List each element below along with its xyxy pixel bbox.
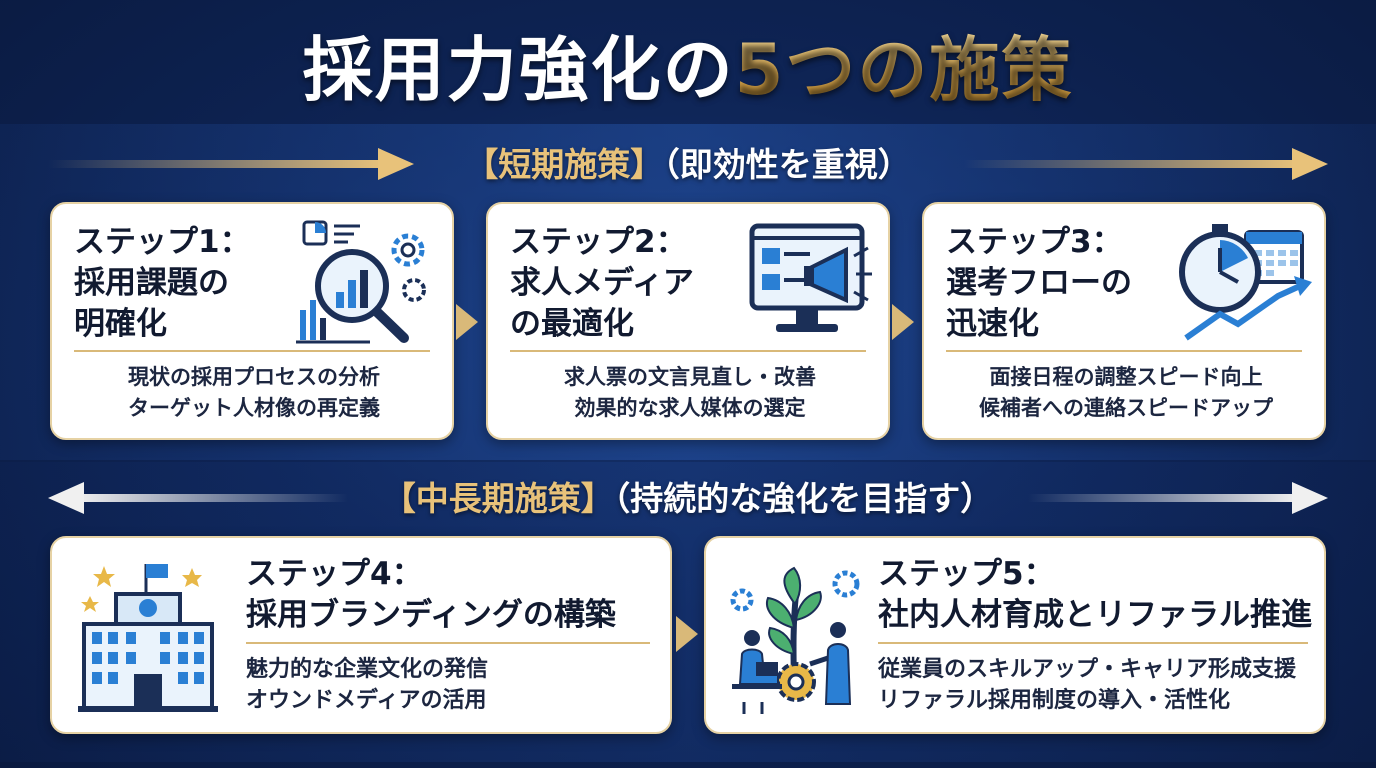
short-term-heading: 【短期施策】（即効性を重視）	[0, 142, 1376, 188]
step2-desc-line2: 効果的な求人媒体の選定	[574, 396, 806, 420]
step5-divider	[878, 642, 1308, 644]
step1-desc-line2: ターゲット人材像の再定義	[128, 396, 380, 420]
step1-divider	[74, 350, 430, 352]
monitor-megaphone-icon	[749, 223, 872, 332]
step4-description: 魅力的な企業文化の発信 オウンドメディアの活用	[246, 654, 656, 716]
long-term-left-arrow	[48, 482, 348, 514]
step2-card: ステップ2： 求人メディア の最適化 求人票の文言見直し・改善 効果的な求人媒体…	[486, 202, 890, 440]
step3-desc-line2: 候補者への連絡スピードアップ	[979, 396, 1273, 420]
step2-desc-line1: 求人票の文言見直し・改善	[564, 365, 816, 389]
step1-card: ステップ1： 採用課題の 明確化 現状の採用プロセスの分析 ターゲット人材像の再…	[50, 202, 454, 440]
step2-heading: ステップ2： 求人メディア の最適化	[510, 222, 750, 345]
step3-title-line1: 選考フローの	[946, 265, 1132, 301]
step1-title-line1: 採用課題の	[74, 265, 229, 301]
step3-label: ステップ3：	[946, 224, 1123, 260]
page-title: 採用力強化の5つの施策	[0, 22, 1376, 118]
step5-desc-line2: リファラル採用制度の導入・活性化	[878, 688, 1231, 713]
step4-divider	[246, 642, 650, 644]
step5-title: 社内人材育成とリファラル推進	[878, 597, 1312, 633]
short-term-right-arrow	[964, 148, 1328, 180]
step5-heading: ステップ5： 社内人材育成とリファラル推進	[878, 554, 1318, 636]
short-term-label: 【短期施策】	[465, 145, 664, 184]
chevron-right-icon	[456, 304, 478, 340]
magnifier-chart-icon	[296, 220, 426, 344]
long-term-note: （持続的な強化を目指す）	[613, 479, 994, 518]
step1-title-line2: 明確化	[74, 306, 167, 342]
step4-title: 採用ブランディングの構築	[246, 597, 616, 633]
step2-title-line2: の最適化	[510, 306, 634, 342]
step4-desc-line1: 魅力的な企業文化の発信	[246, 657, 489, 682]
step5-label: ステップ5：	[878, 556, 1055, 592]
long-term-label: 【中長期施策】	[382, 479, 614, 518]
step2-title-line1: 求人メディア	[510, 265, 694, 301]
step5-desc-line1: 従業員のスキルアップ・キャリア形成支援	[878, 657, 1297, 682]
office-building-icon	[78, 564, 218, 712]
stopwatch-calendar-icon	[1179, 224, 1312, 341]
step3-heading: ステップ3： 選考フローの 迅速化	[946, 222, 1186, 345]
step3-card: ステップ3： 選考フローの 迅速化 面接日程の調整スピード向上 候補者への連絡ス…	[922, 202, 1326, 440]
step2-divider	[510, 350, 866, 352]
step3-divider	[946, 350, 1302, 352]
short-term-note: （即効性を重視）	[663, 145, 911, 184]
step3-desc-line1: 面接日程の調整スピード向上	[989, 365, 1263, 389]
chevron-right-icon	[892, 304, 914, 340]
step2-description: 求人票の文言見直し・改善 効果的な求人媒体の選定	[496, 362, 884, 424]
step5-description: 従業員のスキルアップ・キャリア形成支援 リファラル採用制度の導入・活性化	[878, 654, 1318, 716]
chevron-right-icon	[676, 616, 698, 652]
long-term-right-arrow	[1028, 482, 1328, 514]
step4-card: ステップ4： 採用ブランディングの構築 魅力的な企業文化の発信 オウンドメディア…	[50, 536, 672, 734]
step1-label: ステップ1：	[74, 224, 251, 260]
title-main: 採用力強化の	[302, 29, 735, 111]
step3-description: 面接日程の調整スピード向上 候補者への連絡スピードアップ	[932, 362, 1320, 424]
step1-desc-line1: 現状の採用プロセスの分析	[128, 365, 380, 389]
step1-heading: ステップ1： 採用課題の 明確化	[74, 222, 304, 345]
long-term-heading: 【中長期施策】（持続的な強化を目指す）	[0, 476, 1376, 522]
step5-card: ステップ5： 社内人材育成とリファラル推進 従業員のスキルアップ・キャリア形成支…	[704, 536, 1326, 734]
growth-tree-people-icon	[730, 566, 860, 714]
step1-description: 現状の採用プロセスの分析 ターゲット人材像の再定義	[60, 362, 448, 424]
step3-title-line2: 迅速化	[946, 306, 1039, 342]
short-term-left-arrow	[48, 148, 414, 180]
step4-label: ステップ4：	[246, 556, 423, 592]
step2-label: ステップ2：	[510, 224, 687, 260]
title-accent: 5つの施策	[734, 29, 1074, 111]
step4-desc-line2: オウンドメディアの活用	[246, 688, 487, 713]
step4-heading: ステップ4： 採用ブランディングの構築	[246, 554, 656, 636]
